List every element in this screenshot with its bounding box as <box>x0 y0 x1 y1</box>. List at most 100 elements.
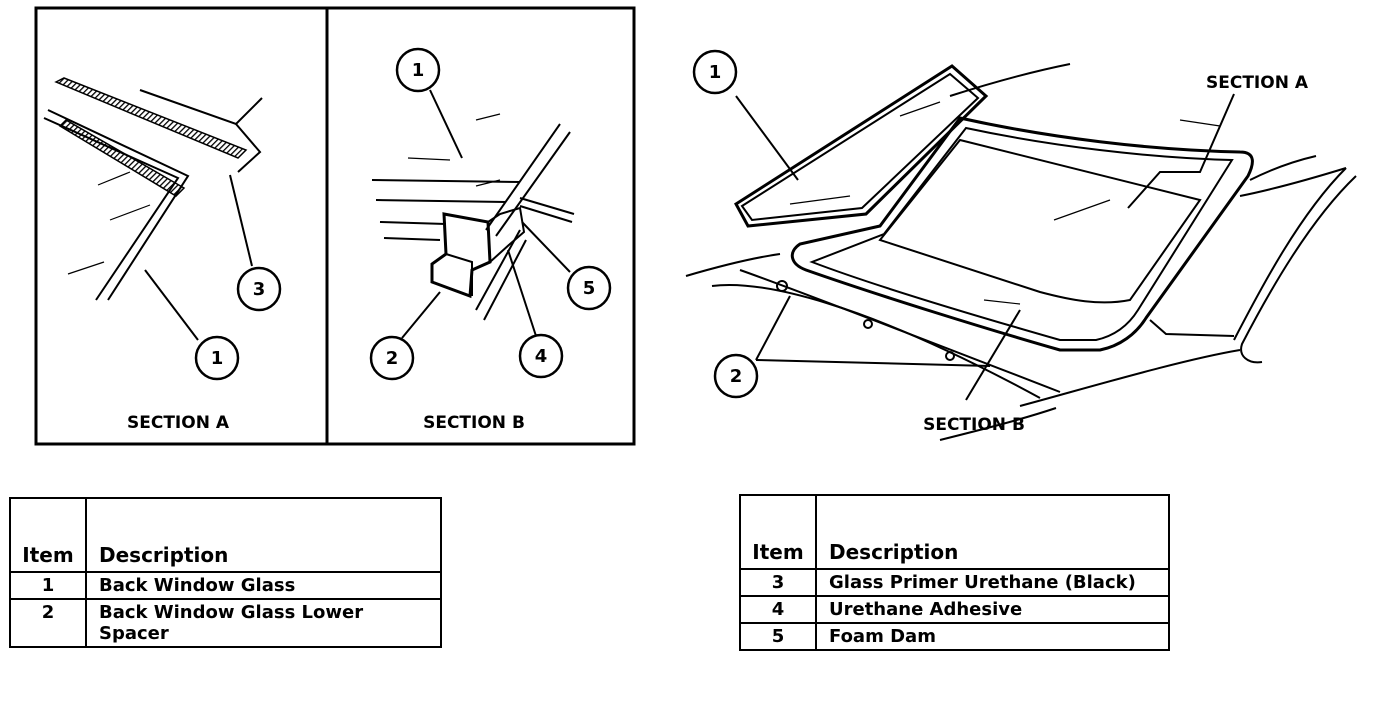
table-row: 2 Back Window Glass Lower Spacer <box>9 598 442 648</box>
item-number: 2 <box>9 598 87 648</box>
reflection-dash <box>1053 199 1111 221</box>
body-line <box>685 253 781 277</box>
svg-text:1: 1 <box>709 62 722 83</box>
flange-line-1 <box>43 117 180 301</box>
svg-text:5: 5 <box>583 278 596 299</box>
reflection-dash <box>407 157 451 161</box>
urethane-bead-lower <box>58 119 186 197</box>
reflection-dash <box>789 195 851 205</box>
detail-panel-frame <box>34 6 636 446</box>
spacer-block-edge <box>445 253 473 296</box>
table-row: 4 Urethane Adhesive <box>739 595 1170 624</box>
reflection-dash <box>109 204 151 221</box>
quarter-line <box>1239 167 1347 197</box>
reflection-dash <box>67 261 105 275</box>
quarter-line <box>1240 175 1357 364</box>
leader-line-2b <box>755 359 991 367</box>
body-line <box>1019 349 1241 407</box>
item-description: Glass Primer Urethane (Black) <box>815 568 1170 597</box>
header-item: Item <box>9 497 87 573</box>
flange-line-2 <box>47 109 190 301</box>
window-opening-inner <box>809 126 1234 341</box>
table-row: 5 Foam Dam <box>739 622 1170 651</box>
section-a-drawing: 3 1 SECTION A <box>43 77 282 433</box>
section-a-caption: SECTION A <box>127 413 230 433</box>
table-header-row: Item Description <box>9 497 442 573</box>
adhesive-bead <box>487 206 526 263</box>
item-number: 1 <box>9 571 87 600</box>
parts-table-left: Item Description 1 Back Window Glass 2 B… <box>9 497 442 648</box>
callout-4: 4 <box>518 333 564 379</box>
body-panel-line <box>485 123 561 231</box>
body-line <box>711 284 1041 399</box>
detail-panel <box>34 6 636 446</box>
svg-text:3: 3 <box>253 279 266 300</box>
window-opening-reveal <box>878 138 1202 304</box>
item-number: 4 <box>739 595 817 624</box>
item-description: Urethane Adhesive <box>815 595 1170 624</box>
window-opening-outer <box>790 116 1254 352</box>
spacer-dot <box>863 319 873 329</box>
callout-1: 1 <box>395 47 441 93</box>
body-line <box>939 407 1057 441</box>
leader-line-1 <box>429 89 463 159</box>
item-number: 3 <box>739 568 817 597</box>
item-description: Foam Dam <box>815 622 1170 651</box>
svg-text:2: 2 <box>386 348 399 369</box>
header-description: Description <box>815 494 1170 570</box>
reflection-dash <box>475 113 501 121</box>
body-panel-line <box>475 229 521 311</box>
spacer-dot <box>945 351 955 361</box>
section-b-caption: SECTION B <box>423 413 525 433</box>
glass-line <box>375 199 507 203</box>
reflection-dash <box>899 101 941 117</box>
spacer-block <box>430 212 492 299</box>
body-panel-line <box>483 239 527 321</box>
section-b-label: SECTION B <box>923 415 1025 435</box>
body-line <box>739 269 1061 393</box>
urethane-bead-upper <box>54 77 248 159</box>
leader-line-2 <box>401 291 441 339</box>
spacer-dot <box>776 280 788 292</box>
callout-1: 1 <box>692 49 738 95</box>
item-description: Back Window Glass <box>85 571 442 600</box>
quarter-line <box>1233 167 1347 341</box>
section-a-leader <box>1127 93 1235 209</box>
callout-3: 3 <box>236 266 282 312</box>
leader-line-1 <box>735 95 799 181</box>
svg-text:1: 1 <box>412 60 425 81</box>
overview-drawing: 1 2 SECTION A SECTION B <box>685 49 1357 441</box>
quarter-line <box>1249 155 1317 181</box>
callout-2: 2 <box>369 335 415 381</box>
header-description: Description <box>85 497 442 573</box>
section-b-drawing: 1 2 4 5 SECTION B <box>369 47 612 433</box>
glass-line <box>379 221 447 225</box>
callout-1: 1 <box>194 335 240 381</box>
reflection-dash <box>97 171 131 186</box>
callout-2: 2 <box>713 353 759 399</box>
roof-line <box>949 63 1071 97</box>
glass-line <box>383 237 441 241</box>
svg-text:1: 1 <box>211 348 224 369</box>
leader-line-4 <box>507 249 537 337</box>
section-b-leader <box>965 309 1021 401</box>
item-number: 5 <box>739 622 817 651</box>
glass-edge-line-2 <box>235 123 262 173</box>
flange-line <box>519 197 575 215</box>
reflection-dash <box>1179 119 1221 127</box>
svg-text:2: 2 <box>730 366 743 387</box>
callout-5: 5 <box>566 265 612 311</box>
section-a-label: SECTION A <box>1206 73 1309 93</box>
leader-line-3 <box>229 174 253 267</box>
item-description: Back Window Glass Lower Spacer <box>85 598 442 648</box>
back-window-glass-inner <box>740 72 980 222</box>
svg-text:4: 4 <box>535 346 548 367</box>
back-window-glass <box>734 64 989 228</box>
leader-line-2 <box>755 295 791 361</box>
table-row: 3 Glass Primer Urethane (Black) <box>739 568 1170 597</box>
quarter-line <box>1149 319 1235 337</box>
parts-table-right: Item Description 3 Glass Primer Urethane… <box>739 494 1170 651</box>
reflection-dash <box>475 179 501 187</box>
leader-line-5 <box>521 221 571 273</box>
